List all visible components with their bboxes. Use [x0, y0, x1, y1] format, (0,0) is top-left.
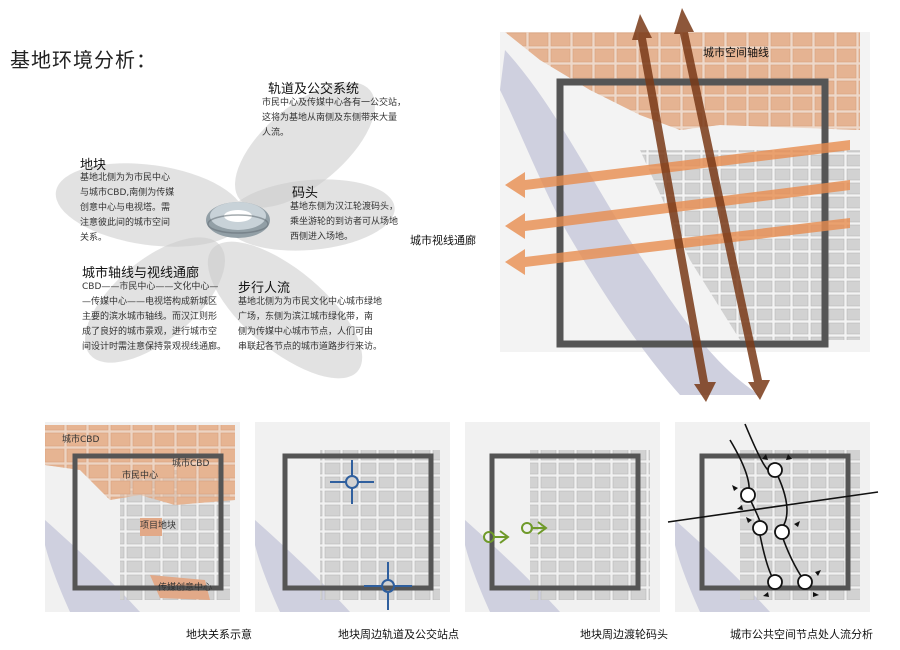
bus-stop-icon	[330, 460, 374, 504]
pedestrian-node-icon	[740, 462, 813, 590]
main-site-map	[500, 8, 870, 402]
petal-line: 西侧进入场地。	[290, 232, 354, 242]
caption-plot-relation: 地块关系示意	[186, 628, 252, 641]
petal-body-axis: CBD——市民中心——文化中心— —传媒中心——电视塔构成新城区 主要的滨水城市…	[82, 280, 232, 355]
label-cbd-east: 城市CBD	[172, 457, 209, 469]
petal-line: 主要的滨水城市轴线。而汉江则形	[82, 312, 218, 322]
petal-line: 这将为基地从南侧及东侧带来大量	[262, 113, 398, 123]
view-corridor-label: 城市视线通廊	[410, 234, 476, 247]
petal-heading-pier: 码头	[292, 186, 319, 201]
petal-axis	[84, 237, 226, 363]
petal-line: 关系。	[80, 233, 108, 243]
label-civic-center: 市民中心	[122, 469, 158, 481]
petal-line: 基地东侧为汉江轮渡码头，	[290, 202, 399, 212]
petal-line: 成了良好的城市景观，进行城市空	[82, 327, 218, 337]
map-panel-1: 城市CBD 市民中心 城市CBD 项目地块 传媒创意中心	[45, 422, 240, 612]
map-panel-2	[255, 422, 450, 612]
petal-line: —传媒中心——电视塔构成新城区	[82, 297, 218, 307]
map-panel-3	[465, 422, 660, 612]
petal-plot	[55, 163, 245, 247]
petal-heading-plot: 地块	[80, 158, 107, 173]
petal-body-plot: 基地北侧为为市民中心 与城市CBD,南侧为传媒 创意中心与电视塔。需 注意彼此间…	[80, 171, 190, 246]
ferry-pier-icon	[521, 521, 548, 535]
petal-heading-axis: 城市轴线与视线通廊	[82, 266, 200, 281]
petal-line: 创意中心与电视塔。需	[80, 203, 171, 213]
petal-line: 串联起各节点的城市道路步行来访。	[238, 342, 383, 352]
petal-line: 乘坐游轮的到访者可从场地	[290, 217, 399, 227]
label-cbd-west: 城市CBD	[62, 433, 99, 445]
petal-line: 基地北侧为为市民中心	[80, 173, 171, 183]
caption-pedestrian: 城市公共空间节点处人流分析	[730, 628, 873, 641]
petal-heading-walk: 步行人流	[238, 281, 291, 296]
petal-rail	[234, 82, 376, 208]
page-title: 基地环境分析：	[10, 48, 157, 72]
petal-walk	[207, 241, 363, 379]
petal-line: CBD——市民中心——文化中心—	[82, 282, 219, 292]
petal-line: 侧为传媒中心城市节点，人们可由	[238, 327, 374, 337]
caption-transit: 地块周边轨道及公交站点	[338, 628, 459, 641]
petal-body-rail: 市民中心及传媒中心各有一公交站， 这将为基地从南侧及东侧带来大量 人流。	[262, 96, 412, 141]
caption-ferry: 地块周边渡轮码头	[580, 628, 668, 641]
petal-body-pier: 基地东侧为汉江轮渡码头， 乘坐游轮的到访者可从场地 西侧进入场地。	[290, 200, 410, 245]
petal-line: 间设计时需注意保持景观视线通廊。	[82, 342, 227, 352]
petal-pier	[225, 179, 395, 251]
label-media-center: 传媒创意中心	[158, 581, 212, 593]
petal-line: 人流。	[262, 128, 290, 138]
petal-body-walk: 基地北侧为为市民文化中心城市绿地 广场，东侧为滨江城市绿化带，南 侧为传媒中心城…	[238, 295, 398, 355]
petal-line: 与城市CBD,南侧为传媒	[80, 188, 175, 198]
petal-line: 市民中心及传媒中心各有一公交站，	[262, 98, 407, 108]
map-panel-4	[667, 422, 879, 612]
petal-line: 注意彼此间的城市空间	[80, 218, 171, 228]
petal-heading-rail: 轨道及公交系统	[268, 82, 360, 97]
petal-diagram	[55, 82, 395, 379]
center-ring-icon	[206, 202, 270, 238]
ferry-pier-icon	[483, 530, 510, 544]
city-axis-arrows	[632, 8, 770, 402]
city-axis-label: 城市空间轴线	[703, 46, 769, 59]
label-project-plot: 项目地块	[140, 519, 176, 531]
petal-line: 基地北侧为为市民文化中心城市绿地	[238, 297, 383, 307]
bus-stop-icon	[364, 562, 412, 610]
petal-line: 广场，东侧为滨江城市绿化带，南	[238, 312, 374, 322]
